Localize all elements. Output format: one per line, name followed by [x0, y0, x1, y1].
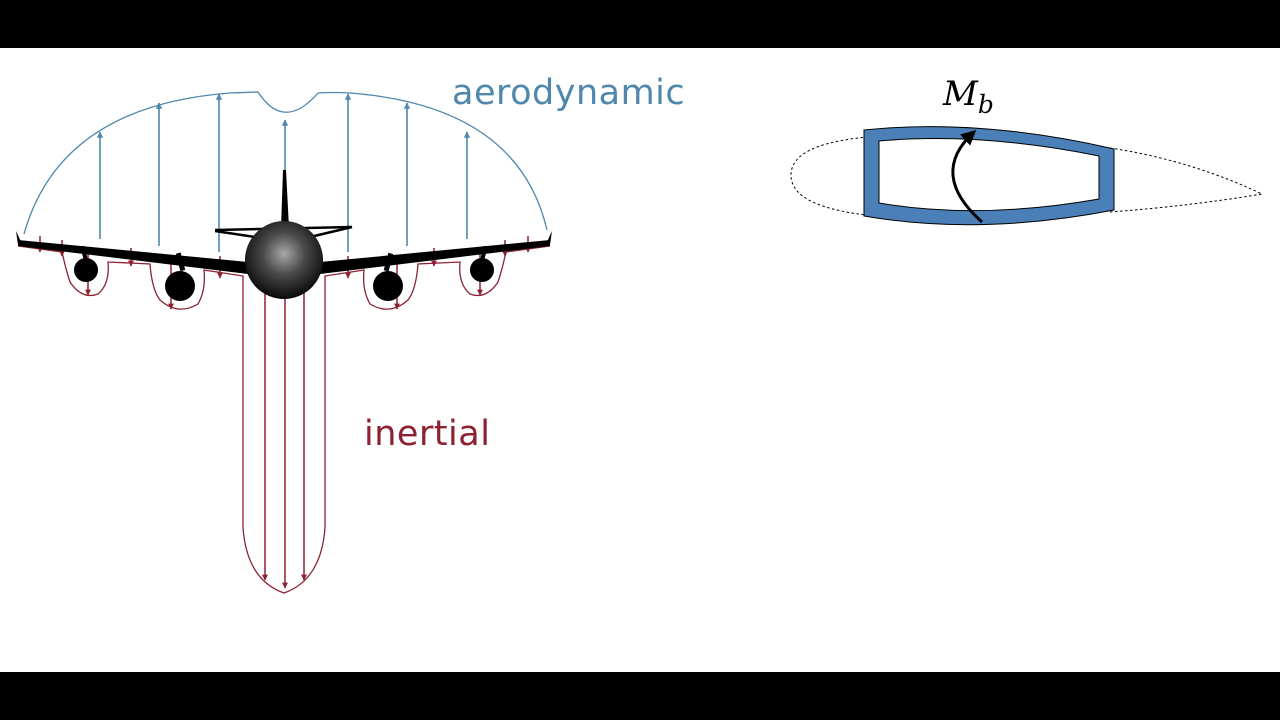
- aerodynamic-arrows: [96, 93, 471, 252]
- curved-arrow-icon: [951, 129, 983, 224]
- bending-moment-label: Mb: [943, 74, 994, 119]
- wing-box: [863, 126, 1115, 226]
- airplane-front-view-icon: [16, 170, 552, 301]
- letterbox-top: [0, 0, 1280, 48]
- inertial-envelope: [17, 245, 551, 594]
- inertial-label: inertial: [364, 414, 491, 454]
- letterbox-bottom: [0, 672, 1280, 720]
- airfoil-outline: [790, 136, 1264, 216]
- aerodynamic-envelope: [23, 91, 548, 235]
- moment-symbol: M: [943, 74, 978, 114]
- moment-subscript: b: [977, 90, 994, 119]
- aerodynamic-label: aerodynamic: [452, 73, 686, 113]
- diagram: [16, 91, 1264, 594]
- slide: aerodynamic inertial Mb: [0, 48, 1280, 672]
